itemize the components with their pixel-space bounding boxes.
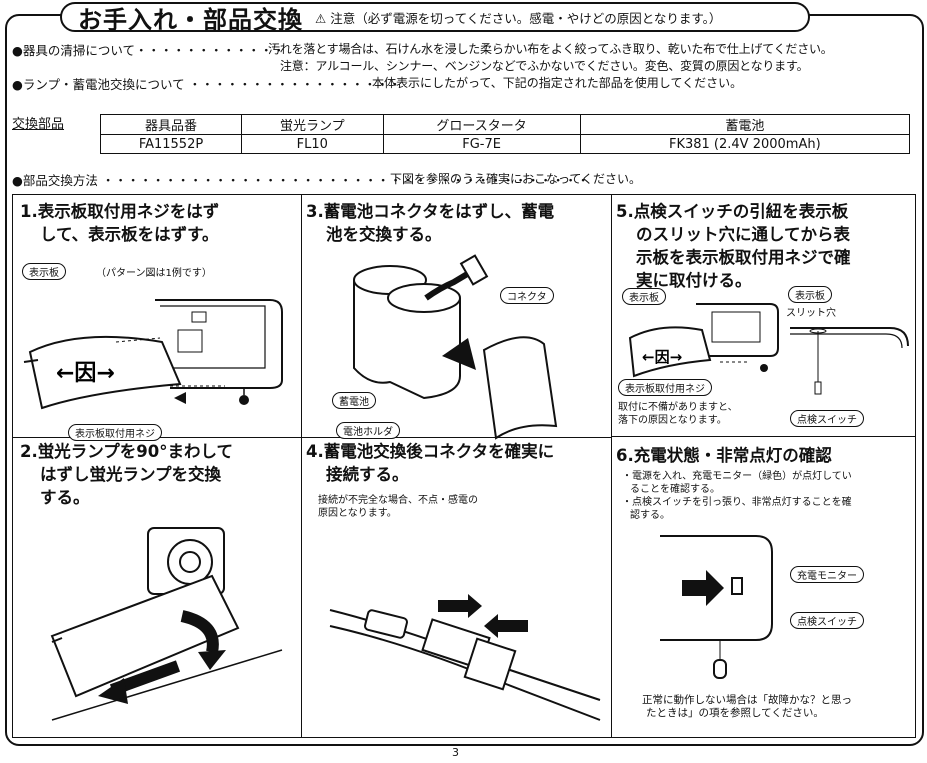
step6-note-line: ・点検スイッチを引っ張り、非常点灯することを確 [622,497,852,508]
battery-illustration [353,254,558,440]
cleaning-text: 汚れを落とす場合は、石けん水を浸した柔らかい布をよく絞ってふき取り、乾いた布で仕… [268,42,833,56]
step4-note-line: 原因となります。 [318,508,397,519]
connector-illustration [329,594,601,721]
panel-tag: 表示板 [622,288,666,305]
slit-illustration [790,327,909,395]
step5-title-line: 5.点検スイッチの引紐を表示板 [616,202,849,221]
table-header-row: 器具品番 蛍光ランプ グロースタータ 蓄電池 [99,114,911,135]
panel-removal-illustration: ←因→ [23,299,283,410]
charge-check-illustration [660,535,773,679]
step1-title: 1.表示板取付用ネジをはず して、表示板をはずす。 [20,200,219,246]
panel-install-illustration: ←因→ [628,303,779,378]
lamp-battery-text: 本体表示にしたがって、下記の指定された部品を使用してください。 [372,76,743,90]
step6-footer: 正常に動作しない場合は「故障かな？と思っ たときは」の項を参照してください。 [642,694,852,720]
lamp-battery-label: ●ランプ・蓄電池交換について ・・・・・・・・・・・・・・・・・ [12,77,402,92]
svg-text:←因→: ←因→ [642,348,682,366]
table-header: 蛍光ランプ [241,114,384,135]
slit-label: スリット穴 [786,308,836,319]
panel-tag: 表示板 [22,263,66,280]
warning-note: ⚠ 注意（必ず電源を切ってください。感電・やけどの原因となります。） [315,8,721,27]
step6-footer-line: 正常に動作しない場合は「故障かな？と思っ [642,694,852,706]
table-row: FA11552P FL10 FG-7E FK381 (2.4V 2000mAh) [99,134,911,154]
step3-title-line: 池を交換する。 [326,225,442,244]
step5-note: 取付に不備がありますと、 落下の原因となります。 [618,401,738,427]
table-header: 蓄電池 [579,114,911,135]
parts-label: 交換部品 [12,117,65,132]
method-label: ●部品交換方法 ・・・・・・・・・・・・・・・・・・・・・・・・・・・・・・・・… [12,173,590,188]
step4-title-line: 接続する。 [326,465,409,484]
check-switch-tag: 点検スイッチ [790,410,864,427]
lamp-rotation-illustration [50,527,283,721]
pattern-note: （パターン図は1例です） [96,268,212,279]
step5-title-line: 実に取付ける。 [636,271,752,290]
title-banner: お手入れ・部品交換 ⚠ 注意（必ず電源を切ってください。感電・やけどの原因となり… [60,2,810,34]
parts-table: 器具品番 蛍光ランプ グロースタータ 蓄電池 FA11552P FL10 FG-… [99,114,911,154]
cleaning-caution: 注意：アルコール、シンナー、ベンジンなどでふかないでください。変色、変質の原因と… [280,59,809,73]
divider [301,195,302,737]
step6-footer-line: たときは」の項を参照してください。 [646,707,824,719]
divider [611,195,612,737]
table-cell: FL10 [241,134,384,154]
battery-holder-tag: 電池ホルダ [336,422,400,439]
step1-title-line: して、表示板をはずす。 [40,225,219,244]
table-header: 器具品番 [99,114,243,135]
step4-note: 接続が不完全な場合、不点・感電の 原因となります。 [318,494,478,520]
panel-tag-2: 表示板 [788,286,832,303]
charge-monitor-tag: 充電モニター [790,566,864,583]
step6-note-line: ・電源を入れ、充電モニター（緑色）が点灯してい [622,471,852,482]
step4-title: 4.蓄電池交換後コネクタを確実に 接続する。 [306,440,554,486]
step6-note-line: 認する。 [630,510,670,521]
battery-tag: 蓄電池 [332,392,376,409]
step5-title-line: のスリット穴に通してから表 [636,225,851,244]
check-switch-tag: 点検スイッチ [790,612,864,629]
step2-title-line: 2.蛍光ランプを90°まわして [20,442,233,461]
steps-grid [12,194,916,738]
step5-title-line: 示板を表示板取付用ネジで確 [636,248,851,267]
warning-text: 注意（必ず電源を切ってください。感電・やけどの原因となります。） [330,10,722,26]
step2-title-line: する。 [40,488,90,507]
step5-title: 5.点検スイッチの引紐を表示板 のスリット穴に通してから表 示板を表示板取付用ネ… [616,200,851,292]
step3-title: 3.蓄電池コネクタをはずし、蓄電 池を交換する。 [306,200,554,246]
table-header: グロースタータ [382,114,581,135]
svg-text:←因→: ←因→ [56,361,115,386]
step2-title-line: はずし蛍光ランプを交換 [40,465,222,484]
table-cell: FK381 (2.4V 2000mAh) [579,134,911,154]
panel-screw-tag: 表示板取付用ネジ [618,379,712,396]
connector-tag: コネクタ [500,287,554,304]
step6-title: 6.充電状態・非常点灯の確認 [616,446,832,465]
step3-title-line: 3.蓄電池コネクタをはずし、蓄電 [306,202,555,221]
step5-note-line: 取付に不備がありますと、 [618,402,738,413]
table-cell: FG-7E [382,134,581,154]
step6-notes: ・電源を入れ、充電モニター（緑色）が点灯してい ることを確認する。 ・点検スイッ… [622,470,852,522]
table-cell: FA11552P [99,134,243,154]
panel-screw-tag: 表示板取付用ネジ [68,424,162,441]
cleaning-label: ●器具の清掃について・・・・・・・・・・・・ [12,43,286,58]
step2-title: 2.蛍光ランプを90°まわして はずし蛍光ランプを交換 する。 [20,440,233,509]
warning-triangle-icon: ⚠ [315,10,327,26]
step4-title-line: 4.蓄電池交換後コネクタを確実に [306,442,555,461]
page-number: 3 [452,746,459,759]
step4-note-line: 接続が不完全な場合、不点・感電の [318,495,478,506]
page-title: お手入れ・部品交換 [78,5,303,34]
method-text: 下図を参照のうえ確実におこなってください。 [390,172,642,186]
step6-note-line: ることを確認する。 [630,484,720,495]
divider [611,436,915,437]
step1-title-line: 1.表示板取付用ネジをはず [20,202,220,221]
divider [13,437,611,438]
step5-note-line: 落下の原因となります。 [618,415,727,426]
